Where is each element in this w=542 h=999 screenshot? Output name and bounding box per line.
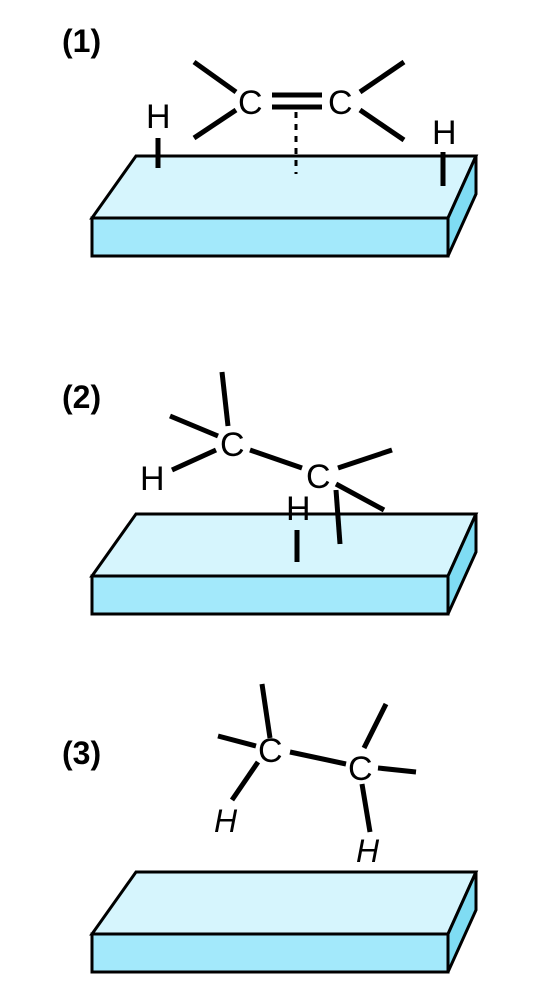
bond-c2-down bbox=[333, 489, 343, 545]
step-1-label: (1) bbox=[62, 23, 101, 59]
carbon-2: C bbox=[348, 750, 373, 788]
bond-c1-ll bbox=[192, 107, 238, 141]
bond-c2-up bbox=[361, 702, 389, 750]
adsorbed-hydrogen-2: H bbox=[286, 490, 311, 562]
bond-c1-c2 bbox=[289, 749, 347, 767]
ethylene-molecule: C C bbox=[192, 59, 406, 174]
bond-c1-up bbox=[219, 371, 231, 427]
bond-c2-lr bbox=[334, 481, 386, 513]
bond-c2-right bbox=[377, 765, 417, 775]
ethyl-intermediate: C C H bbox=[140, 371, 393, 545]
surface-top-3 bbox=[89, 870, 479, 936]
step-2-label: (2) bbox=[62, 379, 101, 415]
bond-c1-c2 bbox=[249, 447, 303, 471]
step-3: (3) C C H H bbox=[62, 683, 479, 974]
bond-c2-h bbox=[359, 783, 373, 833]
surface-front-3 bbox=[90, 932, 450, 974]
surface-side-2 bbox=[446, 513, 478, 615]
carbon-2: C bbox=[328, 84, 353, 122]
surface-side-3 bbox=[446, 871, 478, 973]
hydrogen-attached: H bbox=[140, 460, 165, 498]
bond-c1-up bbox=[259, 683, 273, 739]
adsorbed-hydrogens-1: H H bbox=[146, 98, 457, 186]
carbon-1: C bbox=[238, 84, 263, 122]
carbon-1: C bbox=[258, 732, 283, 770]
bond-c2-ur bbox=[337, 447, 393, 471]
bond-c1-h bbox=[229, 760, 261, 802]
catalyst-surface-2 bbox=[89, 512, 479, 616]
step-2: (2) C C H H bbox=[62, 371, 479, 616]
surface-top-2 bbox=[89, 512, 479, 578]
ethane-molecule: C C H H bbox=[214, 683, 417, 869]
bond-c2-lr bbox=[358, 107, 406, 143]
bond-c1-left bbox=[169, 413, 219, 439]
step-1: (1) C C H H bbox=[62, 23, 479, 258]
hydrogen-right: H bbox=[356, 833, 380, 869]
surface-top-1 bbox=[89, 154, 479, 220]
step-3-label: (3) bbox=[62, 735, 101, 771]
catalyst-surface-1 bbox=[89, 154, 479, 258]
bond-c1-h bbox=[170, 447, 218, 473]
hydrogen-left: H bbox=[214, 803, 238, 839]
hydrogen-right: H bbox=[432, 114, 457, 152]
carbon-1: C bbox=[220, 426, 245, 464]
catalyst-surface-3 bbox=[89, 870, 479, 974]
bond-c1-ul bbox=[192, 59, 238, 95]
hydrogen-left: H bbox=[146, 98, 171, 136]
bond-c1-left bbox=[217, 733, 257, 749]
surface-front-1 bbox=[90, 216, 450, 258]
carbon-2: C bbox=[306, 458, 331, 496]
hydrogen-surface: H bbox=[286, 490, 311, 528]
surface-side-1 bbox=[446, 155, 478, 257]
surface-front-2 bbox=[90, 574, 450, 616]
bond-c2-ur bbox=[358, 59, 406, 95]
